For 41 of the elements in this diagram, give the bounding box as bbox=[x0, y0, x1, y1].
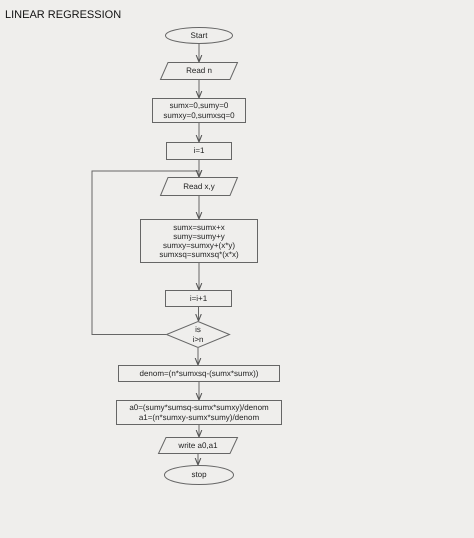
process-box bbox=[118, 365, 280, 382]
process-box bbox=[152, 98, 246, 123]
arrow bbox=[194, 454, 202, 466]
node-text: Read x,y bbox=[183, 182, 215, 192]
node-text: sumxsq=sumxsq*(x*x) bbox=[159, 250, 239, 260]
arrow bbox=[194, 348, 202, 366]
process-box bbox=[165, 290, 232, 307]
node-text: sumxy=sumxy+(x*y) bbox=[162, 241, 235, 250]
node-text: stop bbox=[191, 470, 207, 480]
input-output-parallelogram bbox=[158, 437, 238, 454]
arrow bbox=[196, 44, 202, 63]
node-text: sumxy=0,sumxsq=0 bbox=[163, 110, 235, 120]
arrow bbox=[196, 382, 202, 401]
arrow bbox=[196, 80, 202, 99]
arrow bbox=[196, 262, 202, 291]
terminal-ellipse bbox=[165, 27, 233, 44]
arrow bbox=[195, 306, 202, 322]
node-text: Start bbox=[190, 30, 208, 40]
input-output-parallelogram bbox=[160, 62, 238, 80]
arrow bbox=[196, 424, 202, 438]
arrow bbox=[196, 196, 202, 220]
node-text: Read n bbox=[186, 66, 212, 76]
node-text: sumx=0,sumy=0 bbox=[170, 101, 228, 110]
node-text: i=i+1 bbox=[190, 294, 208, 304]
process-box bbox=[116, 400, 282, 425]
process-box bbox=[166, 142, 232, 160]
decision-diamond bbox=[166, 321, 230, 348]
node-text: sumx=sumx+x bbox=[173, 222, 225, 232]
input-output-parallelogram bbox=[160, 177, 238, 196]
arrow bbox=[92, 169, 202, 335]
arrow bbox=[196, 122, 202, 143]
node-text: i=1 bbox=[194, 146, 204, 156]
terminal-ellipse bbox=[164, 465, 234, 485]
node-text: sumy=sumy+y bbox=[173, 232, 225, 241]
node-text: a0=(sumy*sumsq-sumx*sumxy)/denom bbox=[129, 403, 269, 412]
node-text: a1=(n*sumxy-sumx*sumy)/denom bbox=[138, 412, 260, 422]
node-text: is i>n bbox=[192, 325, 204, 344]
node-text: denom=(n*sumxsq-(sumx*sumx)) bbox=[140, 368, 258, 378]
node-text: write a0,a1 bbox=[178, 440, 218, 450]
diagram-title: LINEAR REGRESSION bbox=[5, 9, 122, 21]
process-box bbox=[140, 219, 258, 263]
